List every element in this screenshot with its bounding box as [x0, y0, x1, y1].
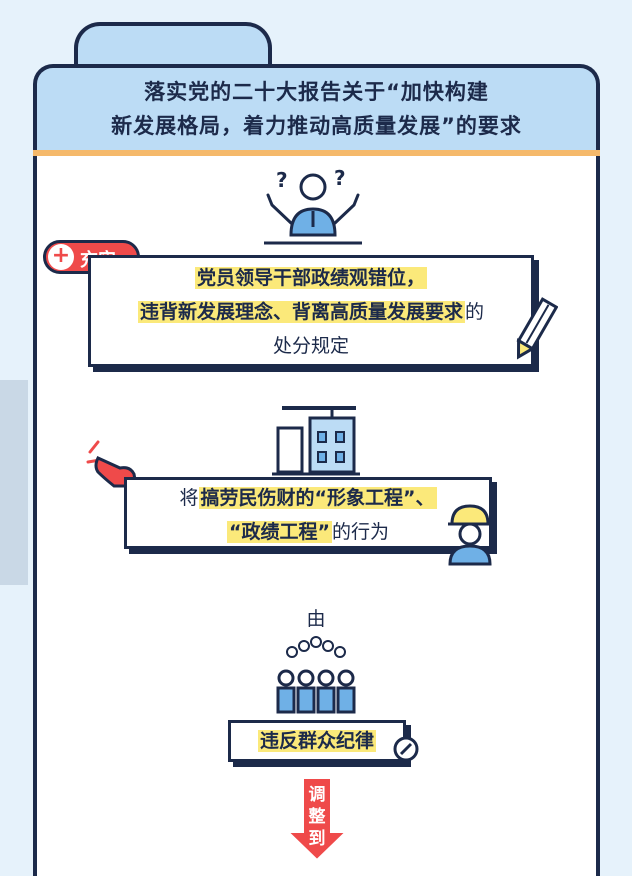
pencil-icon [516, 297, 558, 360]
rule-box-1-line-2: 违背新发展理念、背离高质量发展要求的 [91, 295, 531, 329]
card-header: 落实党的二十大报告关于“加快构建 新发展格局，着力推动高质量发展”的要求 [33, 64, 600, 150]
edit-icon [393, 736, 419, 762]
svg-text:?: ? [276, 168, 288, 192]
rule-box-1-line-1: 党员领导干部政绩观错位， [91, 261, 531, 295]
rule-box-1-suffix: 的 [465, 301, 485, 323]
rule-box-3: 违反群众纪律 [228, 720, 406, 762]
rule-box-2-suffix: 的行为 [331, 521, 389, 543]
rule-box-2-prefix: 将 [179, 487, 199, 509]
down-arrow-icon [286, 778, 348, 862]
worker-icon [448, 504, 492, 566]
down-arrow-char-2: 整 [308, 807, 326, 827]
rule-box-1-highlight-1: 党员领导干部政绩观错位， [194, 267, 427, 289]
rule-box-2-highlight-2: “政绩工程” [227, 521, 332, 543]
header-title-line-2: 新发展格局，着力推动高质量发展”的要求 [111, 114, 522, 138]
rule-box-2: 将搞劳民伤财的“形象工程”、 “政绩工程”的行为 [124, 477, 492, 549]
side-strip [0, 380, 28, 585]
svg-text:?: ? [334, 166, 346, 190]
down-arrow-char-1: 调 [308, 785, 326, 805]
rule-box-1-highlight-2: 违背新发展理念、背离高质量发展要求 [137, 301, 465, 323]
down-arrow-label: 调 整 到 [286, 780, 348, 860]
down-arrow-char-3: 到 [308, 829, 326, 849]
construction-site-icon [272, 406, 360, 476]
header-title-line-1: 落实党的二十大报告关于“加快构建 [144, 80, 489, 104]
rule-box-3-highlight: 违反群众纪律 [257, 730, 376, 752]
rule-box-2-highlight-1: 搞劳民伤财的“形象工程”、 [198, 487, 437, 509]
header-divider [33, 150, 600, 156]
rule-box-1-line-3: 处分规定 [272, 335, 349, 357]
confused-person-icon: ? ? [264, 166, 362, 245]
rule-box-2-line-1: 将搞劳民伤财的“形象工程”、 [127, 481, 489, 515]
connector-label: 由 [306, 608, 326, 630]
rule-box-1: 党员领导干部政绩观错位， 违背新发展理念、背离高质量发展要求的 处分规定 [88, 255, 534, 367]
crowd-icon [276, 636, 356, 714]
plus-icon: + [48, 244, 74, 270]
rule-box-2-line-2: “政绩工程”的行为 [127, 515, 489, 549]
rule-box-3-line: 违反群众纪律 [231, 724, 403, 758]
